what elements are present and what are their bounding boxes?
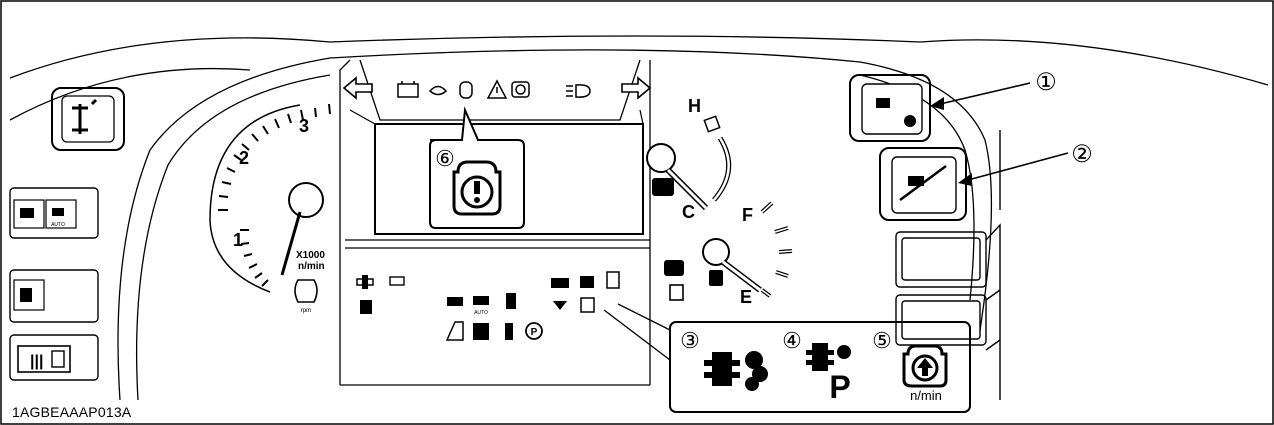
legend-box: ③ ④ ⑤ P n/min <box>603 303 971 413</box>
water-separator-icon <box>553 301 567 310</box>
coolant-temp-icon <box>652 178 674 196</box>
regen-icon <box>389 276 405 286</box>
auto-label: AUTO <box>51 222 65 228</box>
pto-auto-indicator-icon <box>473 296 489 305</box>
master-warning-icon <box>486 79 508 99</box>
top-warning-lamps <box>397 79 591 99</box>
hitch-icon <box>20 288 32 302</box>
callout-1: ① <box>1035 69 1057 96</box>
left-turn-icon <box>342 76 373 100</box>
tach-unit: n/min <box>298 261 325 272</box>
right-turn-icon <box>621 76 652 100</box>
fuel-tick-marks <box>760 201 793 298</box>
figure-id: 1AGBEAAAP013A <box>12 404 132 420</box>
lower-indicator-icons: AUTO P <box>356 271 620 341</box>
temp-cold-label: C <box>682 202 695 222</box>
tach-tick-marks <box>218 103 331 287</box>
rpm-label: rpm <box>301 308 311 314</box>
fuel-empty-label: E <box>740 287 752 307</box>
switch-1-badge-icon <box>904 115 916 127</box>
engine-warning-icon <box>459 81 473 99</box>
tach-multiplier: X1000 <box>296 250 325 261</box>
headlight-icon <box>575 84 591 98</box>
dpf-parked-regen-icon <box>806 343 851 371</box>
oil-pressure-icon <box>428 85 448 96</box>
battery-icon <box>397 83 419 98</box>
callout-arrows <box>930 82 1069 186</box>
pto-switch[interactable]: AUTO <box>13 199 77 229</box>
fuel-full-label: F <box>742 205 753 225</box>
pto-indicator-icon <box>447 297 463 306</box>
callout-4: ④ <box>782 328 802 353</box>
tach-needle <box>280 211 302 276</box>
glow-plug-icon <box>360 300 372 314</box>
dpf-switch-icon <box>876 98 890 108</box>
diff-lock-icon <box>473 323 489 340</box>
dpf-inhibit-icon <box>908 176 924 186</box>
parking-brake-lever-icon <box>505 323 513 340</box>
pto-auto-icon <box>52 208 64 216</box>
engine-system-warning-icon <box>452 160 502 216</box>
svg-text:P: P <box>531 327 538 338</box>
seat-icon <box>445 321 464 341</box>
parking-brake-icon <box>525 322 543 340</box>
4wd-switch[interactable] <box>51 87 125 151</box>
dpf-parked-icon <box>580 276 594 288</box>
tachometer: 1 2 3 X1000 n/min rpm <box>209 103 331 314</box>
tach-label-1: 1 <box>233 230 243 250</box>
regen-cancel-switch[interactable] <box>879 147 967 221</box>
rear-defog-switch[interactable]: ||| <box>17 345 71 373</box>
dpf-icon <box>362 275 368 289</box>
dpf-lamp-icon <box>551 278 569 288</box>
hitch-switch[interactable] <box>13 279 45 311</box>
left-switch-column <box>9 187 99 381</box>
tach-needle-hub <box>288 182 324 218</box>
regen-inhibit-switch[interactable] <box>849 74 931 142</box>
right-switch-housing <box>895 130 1001 400</box>
brake-icon <box>511 81 530 98</box>
hitch-indicator-icon <box>506 293 516 309</box>
callout-6: ⑥ <box>435 146 455 171</box>
pto-icon <box>20 208 34 218</box>
fuel-gauge: F E <box>664 201 793 307</box>
callout-5: ⑤ <box>872 328 892 353</box>
temp-hot-label: H <box>688 96 701 116</box>
auto-indicator-label: AUTO <box>474 310 488 316</box>
callout-3: ③ <box>680 328 700 353</box>
callout-2: ② <box>1071 141 1093 168</box>
temperature-gauge: H C <box>646 96 732 222</box>
dpf-regeneration-icon <box>704 351 768 391</box>
4wd-icon <box>72 98 98 134</box>
callout-6-box: ⑥ <box>429 106 525 229</box>
fuel-pump-icon <box>709 270 723 286</box>
tach-label-3: 3 <box>299 116 309 136</box>
engine-speed-unit: n/min <box>910 388 942 403</box>
defog-icon: ||| <box>30 353 43 370</box>
engine-rpm-icon <box>294 279 318 303</box>
rpm-up-icon <box>606 271 620 289</box>
engine-check-icon <box>664 260 684 276</box>
temp-needle-hub <box>646 143 676 173</box>
tach-label-2: 2 <box>239 148 249 168</box>
engine-speed-up-icon <box>902 344 948 388</box>
low-fuel-icon <box>669 284 684 301</box>
fuel-needle-hub <box>702 238 730 266</box>
parked-regen-letter: P <box>829 369 850 405</box>
air-filter-icon <box>580 297 595 313</box>
